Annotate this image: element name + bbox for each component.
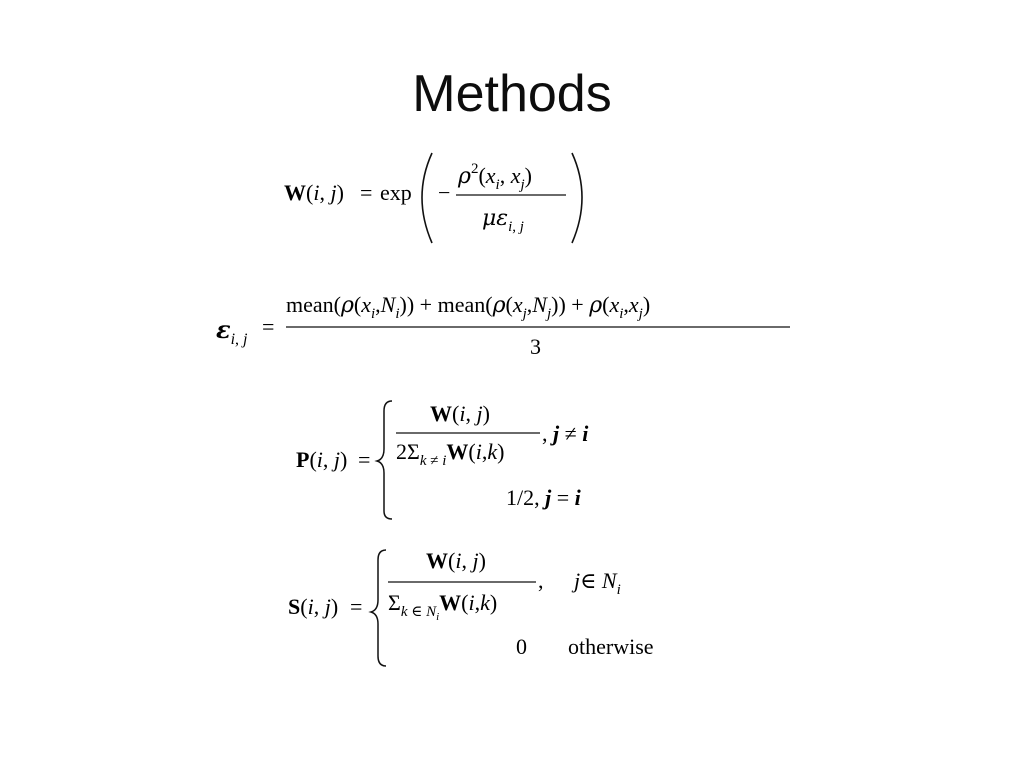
slide-title: Methods [412, 65, 612, 123]
equation-p-svg: P(i, j) = W(i, j) 2Σk ≠ iW(i,k) , j ≠ i … [296, 400, 589, 520]
equation-s-equals: = [350, 594, 362, 619]
equation-w-denominator: μεi, j [482, 206, 524, 235]
equation-p-case1-numerator: W(i, j) [430, 401, 490, 426]
equation-w: W(i, j) = exp − ρ2(xi, xj) μεi, j [280, 145, 600, 255]
equation-s-comma: , [538, 568, 544, 593]
equation-p-case2: 1/2, j = i [506, 485, 582, 510]
equation-w-lhs: W(i, j) [284, 180, 344, 205]
equation-epsilon-svg: εi, j = mean(ρ(xi,Ni)) + mean(ρ(xj,Nj)) … [216, 292, 790, 359]
equation-s-lhs: S(i, j) [288, 594, 338, 619]
equation-s: S(i, j) = W(i, j) Σk ∈ NiW(i,k) , j∈ Ni … [284, 542, 684, 672]
equation-w-minus: − [438, 180, 450, 205]
equation-p-case1-denominator: 2Σk ≠ iW(i,k) [396, 439, 504, 469]
equation-w-numerator: ρ2(xi, xj) [457, 161, 532, 193]
equation-s-svg: S(i, j) = W(i, j) Σk ∈ NiW(i,k) , j∈ Ni … [288, 548, 654, 667]
left-brace [368, 549, 387, 667]
equation-w-exp: exp [380, 180, 412, 205]
equation-s-case1-denominator: Σk ∈ NiW(i,k) [388, 590, 497, 623]
left-paren [421, 152, 433, 244]
equation-epsilon-equals: = [262, 314, 274, 339]
equation-epsilon-denominator: 3 [530, 334, 541, 359]
equation-s-case1-numerator: W(i, j) [426, 548, 486, 573]
equation-epsilon: εi, j = mean(ρ(xi,Ni)) + mean(ρ(xj,Nj)) … [212, 282, 802, 372]
equation-p-lhs: P(i, j) [296, 447, 347, 472]
equation-p: P(i, j) = W(i, j) 2Σk ≠ iW(i,k) , j ≠ i … [292, 395, 612, 525]
left-brace [374, 400, 393, 520]
equation-p-equals: = [358, 447, 370, 472]
right-paren [571, 152, 583, 244]
equation-s-case2-value: 0 [516, 634, 527, 659]
equation-s-case2-condition: otherwise [568, 634, 654, 659]
equation-w-svg: W(i, j) = exp − ρ2(xi, xj) μεi, j [284, 152, 583, 244]
equation-epsilon-lhs: εi, j [216, 315, 248, 348]
equation-p-case1-condition: , j ≠ i [542, 421, 589, 446]
equation-s-case1-condition: j∈ Ni [571, 568, 621, 598]
equation-epsilon-numerator: mean(ρ(xi,Ni)) + mean(ρ(xj,Nj)) + ρ(xi,x… [286, 292, 650, 322]
equation-w-equals: = [360, 180, 372, 205]
